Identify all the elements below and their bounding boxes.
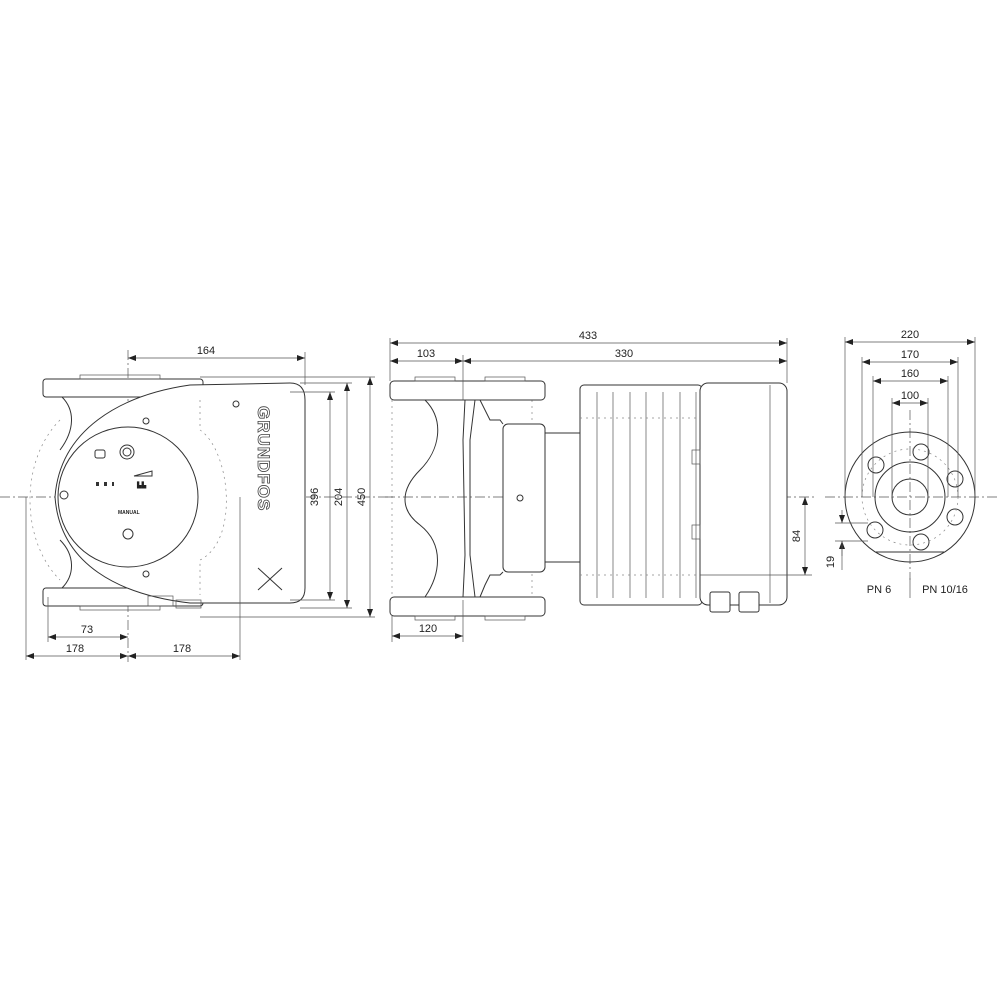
label-plate — [691, 449, 701, 465]
brand-x-logo — [257, 567, 283, 591]
control-panel-face — [57, 426, 199, 568]
cable-entry — [147, 595, 174, 607]
bolt-hole — [912, 443, 930, 461]
screw — [232, 400, 240, 408]
dim-120-label: 120 — [419, 623, 437, 635]
bolt-hole — [946, 470, 964, 488]
speed-ramp-icon — [133, 470, 153, 477]
volute-left — [404, 399, 439, 598]
mode-indicator — [112, 482, 114, 486]
mode-indicator — [96, 482, 99, 486]
mode-indicator — [104, 482, 107, 486]
dim-450-label: 450 — [356, 488, 368, 506]
manual-button — [122, 528, 134, 540]
pump-coupling — [502, 423, 546, 573]
dim-220-label: 220 — [901, 329, 919, 341]
dim-103-label: 103 — [417, 348, 435, 360]
top-flange — [389, 380, 546, 401]
brand-logo: GRUNDFOS — [254, 406, 273, 511]
manual-label: MANUAL — [118, 510, 140, 516]
motor-neck — [544, 432, 582, 563]
flange-lug — [484, 376, 526, 382]
motor-end-cap — [699, 382, 788, 606]
dim-164-label: 164 — [197, 345, 215, 357]
cable-gland — [738, 591, 760, 613]
flange-lug — [79, 374, 161, 380]
dim-433-label: 433 — [579, 330, 597, 342]
dim-204-label: 204 — [333, 488, 345, 506]
bottom-flange — [389, 596, 546, 617]
dim-396-label: 396 — [309, 488, 321, 506]
speed-marks: ▙▙ — [136, 481, 147, 489]
label-plate — [691, 524, 701, 540]
screw — [59, 490, 69, 500]
housing-neck — [59, 396, 72, 589]
screw — [142, 417, 150, 425]
dim-100-label: 100 — [901, 390, 919, 402]
bolt-hole — [946, 508, 964, 526]
flange-lug — [484, 615, 526, 621]
dim-73-label: 73 — [81, 624, 93, 636]
housing-transition — [479, 399, 504, 598]
flange-lug — [79, 605, 161, 611]
flange-lug — [414, 376, 456, 382]
dim-178-right-label: 178 — [173, 643, 191, 655]
bolt-hole — [866, 521, 884, 539]
cable-entry — [175, 599, 202, 609]
volute-center — [462, 399, 476, 598]
flange-lug — [414, 615, 456, 621]
control-box — [54, 382, 306, 604]
vent-screw — [516, 494, 524, 502]
led-indicator — [94, 449, 106, 459]
cooling-fins — [580, 392, 700, 598]
dim-19-label: 19 — [825, 556, 837, 568]
side-view: 433 103 330 120 84 — [385, 330, 815, 642]
dim-160-label: 160 — [901, 368, 919, 380]
control-knob — [119, 444, 135, 460]
dim-330-label: 330 — [615, 348, 633, 360]
flange-hub — [874, 461, 946, 533]
bolt-hole — [867, 456, 885, 474]
dim-178-left-label: 178 — [66, 643, 84, 655]
dim-170-label: 170 — [901, 349, 919, 361]
front-view: ▙▙ MANUAL GRUNDFOS 164 396 204 450 73 17… — [0, 345, 395, 662]
flange-view: 220 170 160 100 19 PN 6 PN 10/16 — [825, 329, 1000, 598]
dim-84-label: 84 — [791, 530, 803, 542]
hidden-edge — [199, 400, 227, 595]
control-knob-inner — [122, 447, 132, 457]
pn6-label: PN 6 — [867, 584, 891, 596]
pn10-16-label: PN 10/16 — [922, 584, 968, 596]
bolt-hole — [912, 533, 930, 551]
cable-gland — [709, 591, 731, 613]
screw — [142, 570, 150, 578]
